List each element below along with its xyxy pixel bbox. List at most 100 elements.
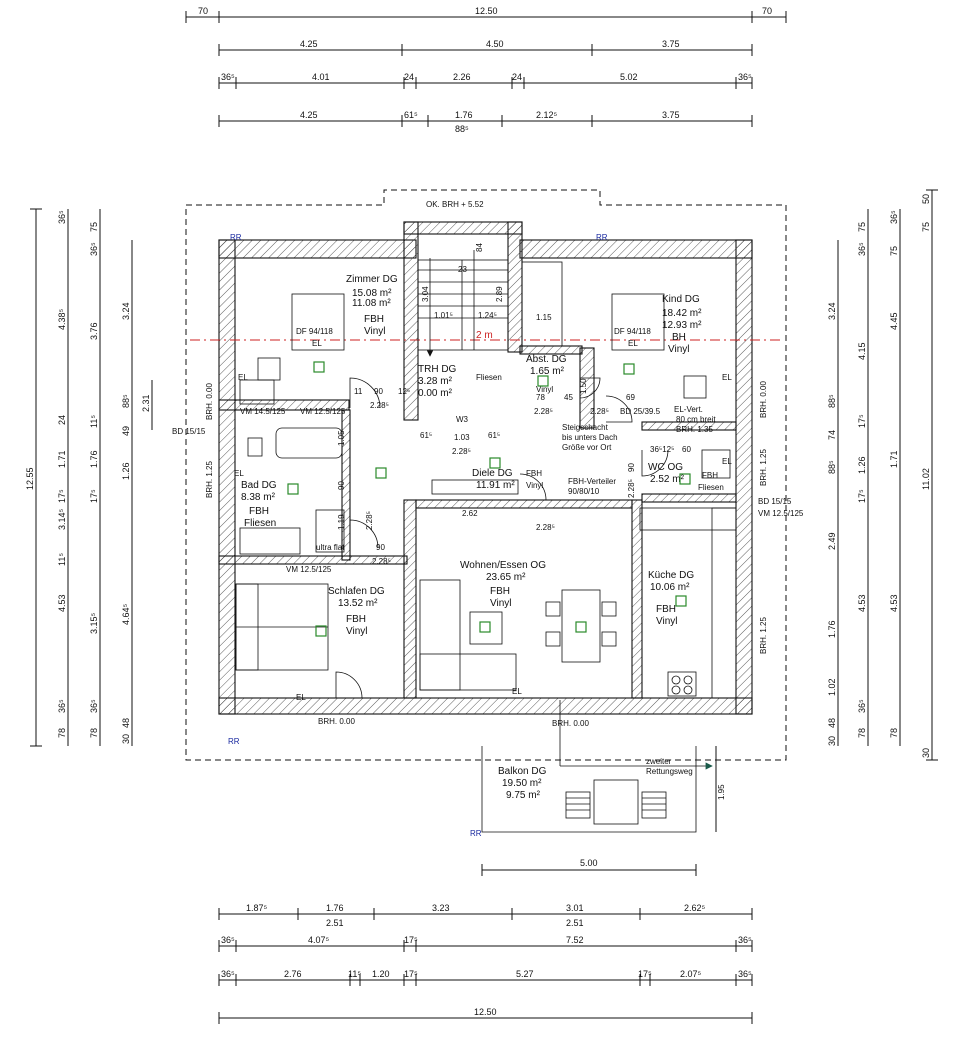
dim-115: 1.15 [536,313,552,322]
balcony-depth-dim: 1.95 [717,784,726,800]
room-area: 18.42 m² [662,308,702,319]
dim-left-2-0: 75 [89,222,99,232]
light-icon [315,625,327,637]
dim-top-1-b: 4.50 [486,39,504,49]
stair-dim-289: 2.89 [495,286,504,302]
dim-top-2-a: 36⁵ [221,72,235,82]
dim-right-1-3: 88⁵ [827,460,837,474]
dim-top-3-a: 4.25 [300,110,318,120]
el-vert-label: BRH. 1.35 [676,425,713,434]
toilet-bad [247,437,263,457]
room-floor: Vinyl [536,385,553,394]
light-symbols [287,361,691,637]
balcony-chair-right [641,791,667,819]
dim-60: 60 [682,445,691,454]
room-floor: Fliesen [244,518,276,529]
dim-228: 2.28⁵ [534,407,553,416]
room-area: 19.50 m² [502,778,542,789]
dim-left-1-3: 1.71 [57,450,67,468]
dim-top-1-c: 3.75 [662,39,680,49]
stair-dim-84: 84 [475,243,484,252]
dim-right-1-1: 88⁵ [827,394,837,408]
dim-262: 2.62 [462,509,478,518]
vm-label: VM 12.5/125 [286,565,332,574]
room-abst: Abst. DG 1.65 m² Vinyl [526,354,567,394]
room-schlafen: Schlafen DG 13.52 m² FBH Vinyl [328,586,385,637]
room-floor: Fliesen [476,373,502,382]
bd-label: BD 15/15 [172,427,206,436]
brh-label: BRH. 1.25 [205,461,214,498]
room-name: WC OG [648,462,683,473]
dim-left-1-1: 4.38⁵ [57,308,67,330]
dim-bot-3-8: 36⁵ [738,969,752,979]
diele-cabinet [431,479,519,495]
dim-top-0-b: 12.50 [475,6,498,16]
dim-right-2-0: 75 [857,222,867,232]
dim-right-1-8: 30 [827,736,837,746]
dim-top-1-a: 4.25 [300,39,318,49]
dachfenster-kind [611,293,665,351]
dim-bot-2-1: 4.07⁵ [308,935,330,945]
dim-right-top: 30 [921,748,931,758]
right-dimensions: 3.24 88⁵ 74 88⁵ 2.49 1.76 1.02 48 30 75 … [827,189,938,761]
room-diele: Diele DG 11.91 m² FBH Vinyl [472,468,543,491]
dim-bot-3-1: 2.76 [284,969,302,979]
dim-bot-1-sub-0: 2.51 [326,918,344,928]
room-area: 23.65 m² [486,572,526,583]
dim-bot-2-0: 36⁵ [221,935,235,945]
room-floor: Vinyl [526,481,543,490]
room-name: Balkon DG [498,766,547,777]
dim-45: 45 [564,393,573,402]
dim-top-2-d: 2.26 [453,72,471,82]
dim-left-2-5: 17⁵ [89,489,99,503]
dim-left-1-4: 17⁵ [57,489,67,503]
room-name: Schlafen DG [328,586,385,597]
el-label: EL [628,339,638,348]
dim-left-2-7: 36⁵ [89,699,99,713]
room-floor: Fliesen [698,483,724,492]
dim-right-2-7: 36⁵ [857,699,867,713]
dim-3612: 36⁵12⁵ [650,445,674,454]
dim-right-1-4: 2.49 [827,532,837,550]
dim-left-1-7: 4.53 [57,594,67,612]
dim-90: 90 [337,481,346,490]
room-area-secondary: 0.00 m² [418,388,453,399]
dim-right-2-6: 4.53 [857,594,867,612]
dim-left-3-5: 30 [121,734,131,744]
room-name: Küche DG [648,570,694,581]
dim-right-outer: 11.02 [921,468,931,490]
dim-bot-3-4: 17⁵ [404,969,418,979]
dim-right-2-5: 17⁵ [857,489,867,503]
rettungsweg-label-1: zweiter [646,757,672,766]
fbh-verteiler-label: FBH-Verteiler [568,477,616,486]
room-floor: Vinyl [346,626,368,637]
dim-top-2-b: 4.01 [312,72,330,82]
room-area-secondary: 11.08 m² [352,298,391,309]
dim-left-outer: 12.55 [25,467,35,490]
rr-label: RR [470,829,482,838]
dim-right-1-7: 48 [827,718,837,728]
room-wc: WC OG 2.52 m² FBH Fliesen [648,462,724,492]
light-icon [287,483,299,495]
steigschacht-label: bis unters Dach [562,433,618,442]
light-icon [479,621,491,633]
dim-right-3-5: 78 [889,728,899,738]
dim-top-3-extra: 88⁵ [455,124,469,134]
dim-right-3-0: 36⁵ [889,210,899,224]
brh-label: BRH. 0.00 [552,719,589,728]
room-heating: FBH [490,586,510,597]
dim-right-1-0: 3.24 [827,302,837,320]
df-label: DF 94/118 [296,327,333,336]
dim-61: 61⁵ [488,431,500,440]
vm-label: VM 12.5/125 [758,509,804,518]
dim-right-4-1: 75 [921,222,931,232]
steigschacht-label: Größe vor Ort [562,443,612,452]
dim-bot-1-1: 1.76 [326,903,344,913]
dim-top-2-f: 5.02 [620,72,638,82]
light-icon [575,621,587,633]
dim-left-1-8: 36⁵ [57,699,67,713]
staircase [417,250,509,357]
dim-228: 2.28⁵ [365,511,374,530]
dim-228: 2.28⁵ [627,479,636,498]
dim-bot-3-6: 17⁵ [638,969,652,979]
